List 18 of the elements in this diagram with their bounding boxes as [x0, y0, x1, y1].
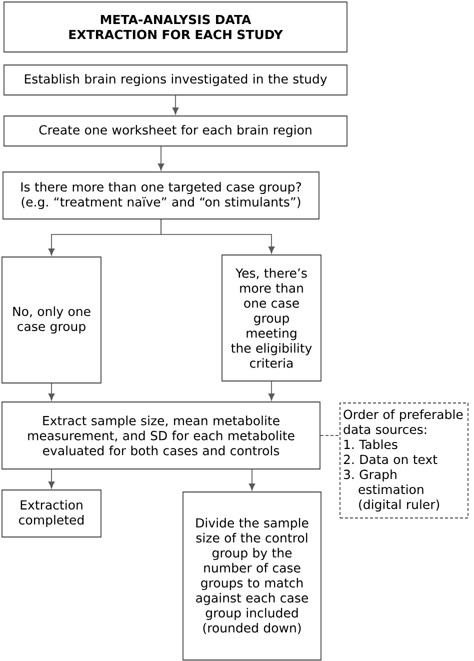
arrow	[48, 469, 55, 488]
process-box: Yes, there’s more than one case group meeting the eligibility criteria	[222, 254, 322, 382]
connector-line	[320, 435, 340, 436]
process-box: Create one worksheet for each brain region	[4, 116, 348, 146]
decision-box: Is there more than one targeted case group? (e.g. “treatment naïve” and “on stimulants”)	[2, 172, 320, 220]
arrow	[248, 469, 256, 490]
title-box: META-ANALYSIS DATA EXTRACTION FOR EACH STUDY	[4, 2, 348, 52]
note-box: Order of preferable data sources: 1. Tables 2. Data on text 3. Graph estimation (digital ruler)	[340, 402, 468, 518]
arrow	[48, 383, 55, 400]
arrow	[172, 95, 179, 114]
process-box: Establish brain regions investigated in the study	[4, 64, 348, 96]
arrow	[158, 146, 164, 170]
process-box: Extract sample size, mean metabolite measurement, and SD for each metabolite evaluated for both cases and controls	[2, 402, 320, 470]
process-box: No, only one case group	[2, 256, 102, 384]
process-box: Divide the sample size of the control group by the number of case groups to match against each case group included (rounded down)	[182, 492, 322, 660]
process-box: Extraction completed	[2, 490, 102, 538]
arrow	[160, 219, 275, 254]
arrow	[268, 381, 275, 400]
